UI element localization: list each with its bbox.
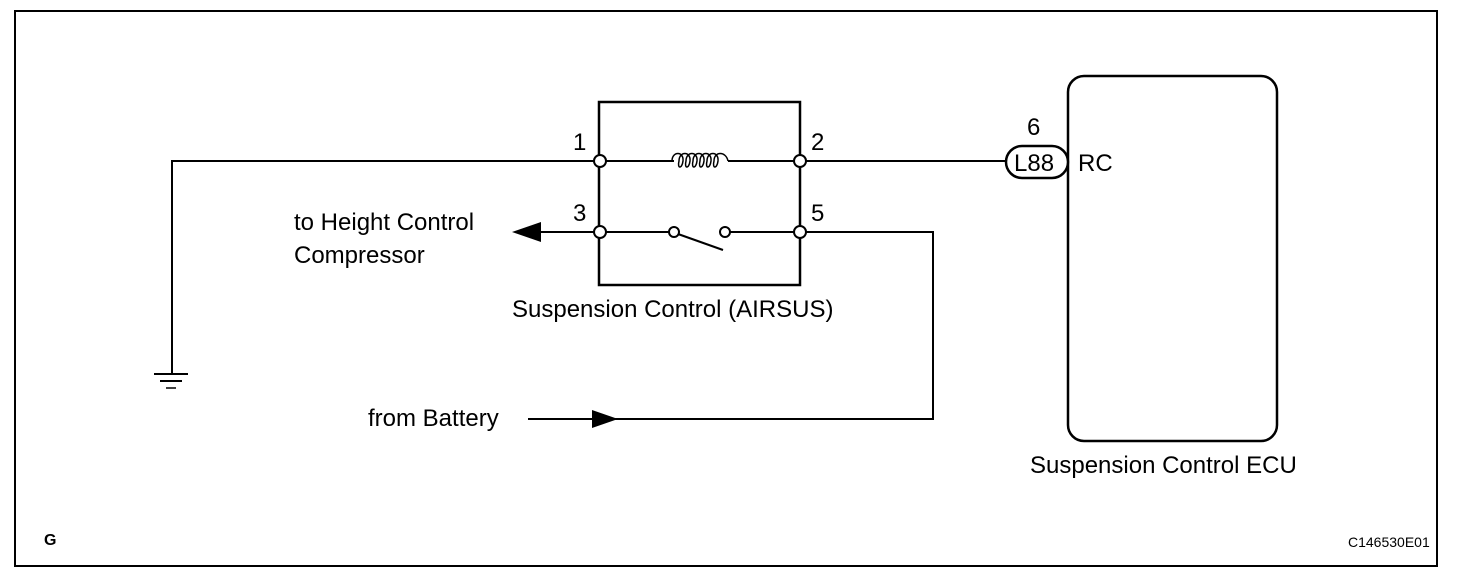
arrow-left-icon [512,222,541,242]
figure-code: C146530E01 [1348,534,1430,550]
relay-pin-3-label: 3 [573,200,586,227]
ecu-pin-number: 6 [1027,114,1040,141]
coil-icon [671,152,729,168]
relay-box [597,100,802,287]
relay-name-label: Suspension Control (AIRSUS) [512,296,833,323]
switch-contact-left [668,226,680,238]
diagram-frame [14,10,1438,567]
ecu-box [1066,74,1279,443]
relay-pin-3-terminal [593,225,607,239]
switch-contact-right [719,226,731,238]
from-battery-label: from Battery [368,405,499,432]
relay-pin-1-label: 1 [573,129,586,156]
relay-pin-2-terminal [793,154,807,168]
ground-icon [154,373,188,389]
corner-letter: G [44,532,56,549]
ecu-name-label: Suspension Control ECU [1030,452,1297,479]
relay-pin-5-label: 5 [811,200,824,227]
relay-pin-2-label: 2 [811,129,824,156]
ground-wire [171,160,600,374]
battery-wire [528,231,934,420]
relay-pin-5-terminal [793,225,807,239]
to-compressor-label-line1: to Height Control [294,209,474,236]
arrow-right-icon [592,410,618,428]
relay-pin-1-terminal [593,154,607,168]
ecu-terminal-label: RC [1078,150,1113,177]
connector-label: L88 [1014,150,1054,177]
switch-blade-icon [677,233,724,251]
to-compressor-label-line2: Compressor [294,242,425,269]
connector-badge [1004,144,1070,180]
